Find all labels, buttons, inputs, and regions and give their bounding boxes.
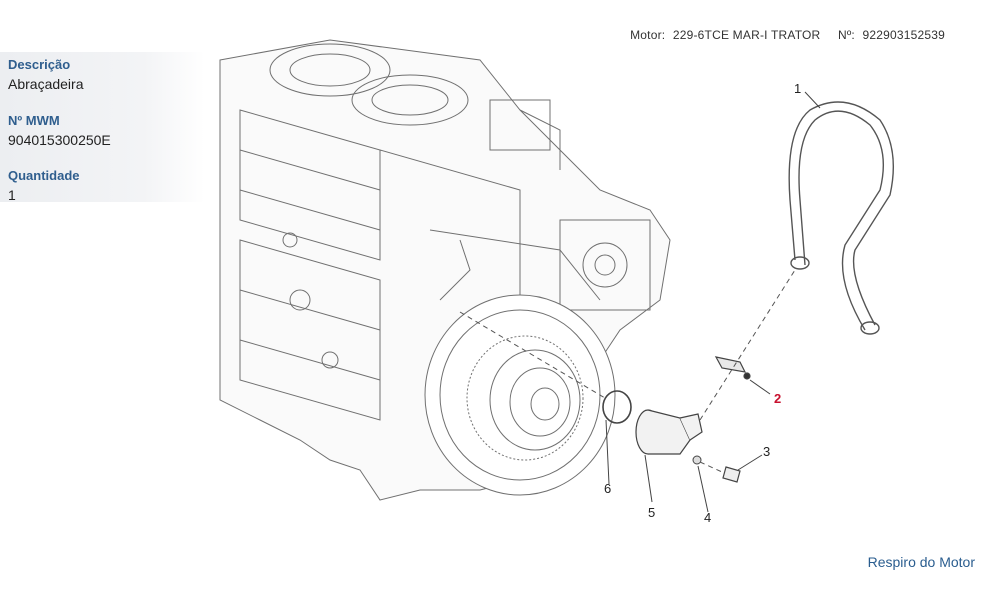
part-details-panel: Descrição Abraçadeira Nº MWM 90401530025… xyxy=(0,52,205,203)
mwm-number-label: Nº MWM xyxy=(8,113,60,128)
callout-4[interactable]: 4 xyxy=(704,510,711,525)
mwm-number-value: 904015300250E xyxy=(8,132,111,148)
quantity-label: Quantidade xyxy=(8,168,80,183)
number-value: 922903152539 xyxy=(862,28,945,42)
description-value: Abraçadeira xyxy=(8,76,84,92)
motor-label: Motor: xyxy=(630,28,666,42)
elbow-fitting-drawing xyxy=(635,409,703,455)
number-label: Nº: xyxy=(837,28,855,42)
quantity-value: 1 xyxy=(8,187,16,203)
o-ring-drawing xyxy=(602,390,632,424)
clamp-drawing xyxy=(714,356,751,380)
callout-1[interactable]: 1 xyxy=(794,81,801,96)
washer-drawing xyxy=(692,455,702,465)
bolt-drawing xyxy=(722,466,741,483)
breather-hose-drawing xyxy=(788,101,895,335)
callout-2-selected[interactable]: 2 xyxy=(774,391,781,406)
motor-value: 229-6TCE MAR-I TRATOR xyxy=(672,28,821,42)
engine-header: Motor: 229-6TCE MAR-I TRATOR Nº: 9229031… xyxy=(626,28,945,42)
callout-3[interactable]: 3 xyxy=(763,444,770,459)
pulley-drawing xyxy=(424,294,616,496)
callout-leader-lines xyxy=(605,91,821,513)
callout-6[interactable]: 6 xyxy=(604,481,611,496)
description-label: Descrição xyxy=(8,57,71,72)
engine-breather-link[interactable]: Respiro do Motor xyxy=(867,554,975,570)
callout-5[interactable]: 5 xyxy=(648,505,655,520)
assembly-dashed-lines xyxy=(459,269,796,473)
